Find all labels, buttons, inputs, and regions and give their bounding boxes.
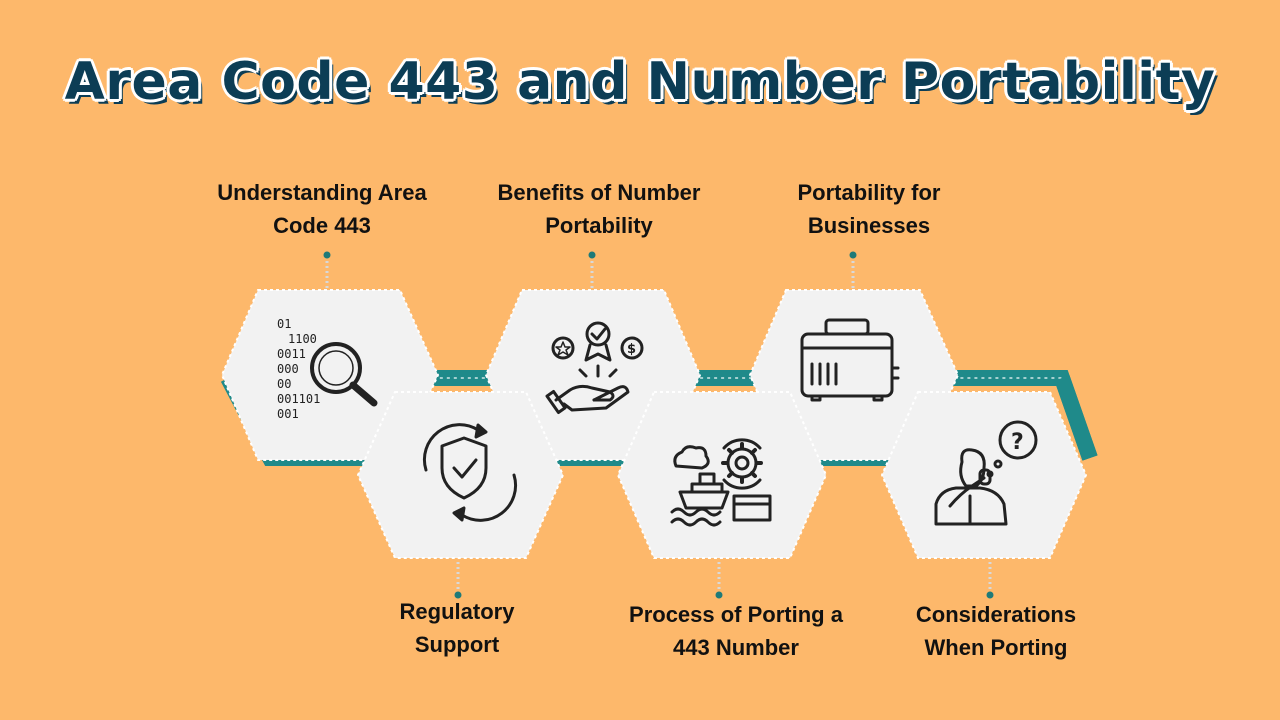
label-regulatory: Regulatory Support: [307, 595, 607, 661]
label-businesses: Portability for Businesses: [719, 176, 1019, 242]
connectors: [323, 251, 994, 599]
label-line: Code 443: [273, 213, 371, 238]
shield-check-cycle-icon: [422, 423, 518, 522]
label-line: Considerations: [915, 602, 1077, 627]
binary-digits: 001: [277, 407, 299, 421]
label-line: Portability for: [797, 180, 941, 205]
label-process: Process of Porting a 443 Number: [586, 598, 886, 664]
label-line: 443 Number: [673, 635, 799, 660]
ship-gear-port-icon: [670, 438, 772, 527]
label-line: When Porting: [924, 635, 1068, 660]
toolbox-icon: [800, 318, 900, 402]
label-line: Process of Porting a: [629, 602, 843, 627]
label-line: Benefits of Number: [497, 180, 701, 205]
label-understanding: Understanding Area Code 443: [172, 176, 472, 242]
binary-digits: 000: [277, 362, 299, 376]
svg-text:$: $: [627, 342, 636, 357]
label-line: Regulatory: [399, 599, 515, 624]
person-thinking-question-icon: ?: [934, 420, 1038, 526]
hexagon-process: [616, 391, 828, 559]
svg-text:?: ?: [1011, 430, 1024, 455]
label-line: Businesses: [807, 213, 931, 238]
label-line: Support: [414, 632, 500, 657]
page-title: Area Code 443 and Number Portability: [64, 52, 1216, 112]
binary-digits: 001101: [277, 392, 320, 406]
label-considerations: Considerations When Porting: [846, 598, 1146, 664]
binary-digits: 00: [277, 377, 291, 391]
binary-digits: 01: [277, 317, 291, 331]
label-line: Portability: [545, 213, 653, 238]
binary-digits: 0011: [277, 347, 306, 361]
label-benefits: Benefits of Number Portability: [449, 176, 749, 242]
hand-award-coins-icon: $: [545, 321, 644, 414]
label-line: Understanding Area: [217, 180, 427, 205]
binary-magnifier-icon: 01 1100 0011 000 00 001101 001: [277, 317, 378, 421]
binary-digits: 1100: [288, 332, 317, 346]
